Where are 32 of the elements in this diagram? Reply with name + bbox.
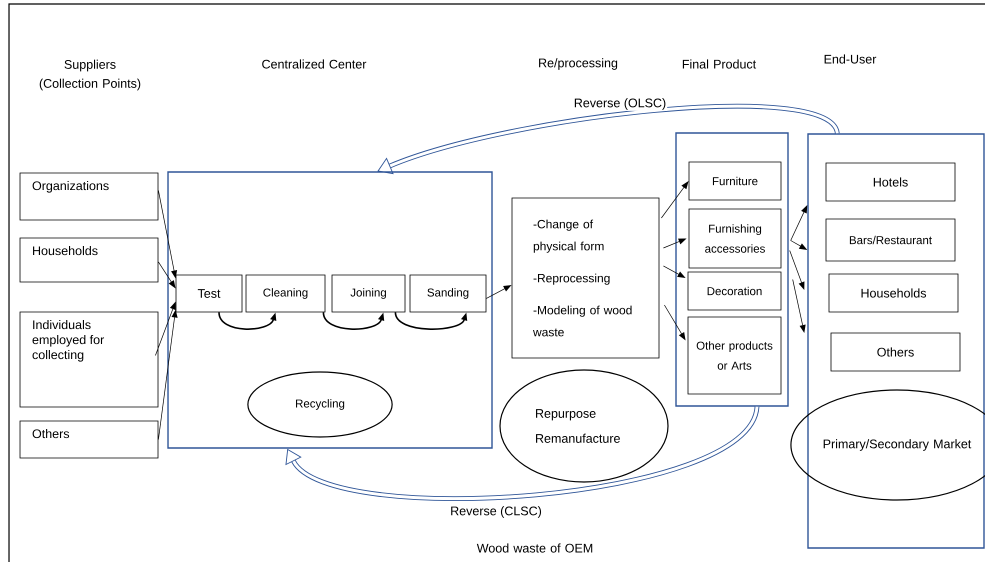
product-box: Other products or Arts [688, 316, 782, 394]
user-box: Bars/Restaurant [826, 218, 956, 262]
curved-arrow [394, 312, 468, 330]
center-box [167, 171, 493, 449]
user-box: Others [830, 332, 960, 372]
product-panel [675, 132, 789, 407]
supplier-box: Households [20, 238, 158, 282]
column-heading: Centralized Center [262, 59, 366, 69]
product-box: Decoration [688, 272, 782, 310]
product-box: Furnishing accessories [688, 208, 782, 268]
step-box: Cleaning [246, 274, 326, 312]
column-heading: Suppliers (Collection Points) [40, 60, 140, 90]
end-user-panel [807, 133, 985, 549]
edge-label: Reverse (CLSC) [449, 505, 543, 519]
reverse-flow-arrow [285, 406, 760, 501]
curved-arrow [322, 312, 384, 330]
user-box: Households [828, 274, 958, 312]
column-heading: Final Product [682, 59, 756, 69]
column-heading: Re/processing [539, 58, 618, 70]
supplier-box: Organizations [20, 172, 158, 220]
step-box: Sanding [410, 274, 486, 312]
supplier-box: Individuals employed for collecting [20, 312, 158, 408]
note-text: Wood waste of OEM [476, 543, 592, 553]
product-box: Furniture [688, 162, 782, 200]
curved-arrow [218, 312, 276, 330]
edge-label: Reverse (OLSC) [572, 97, 668, 111]
step-box: Test [176, 274, 242, 312]
column-heading: End-User [824, 54, 876, 64]
user-box: Hotels [826, 162, 956, 202]
supplier-box: Others [20, 420, 158, 458]
process-box: -Change of physical form -Reprocessing -Modeling of wood waste [512, 198, 660, 358]
step-box: Joining [332, 274, 406, 312]
